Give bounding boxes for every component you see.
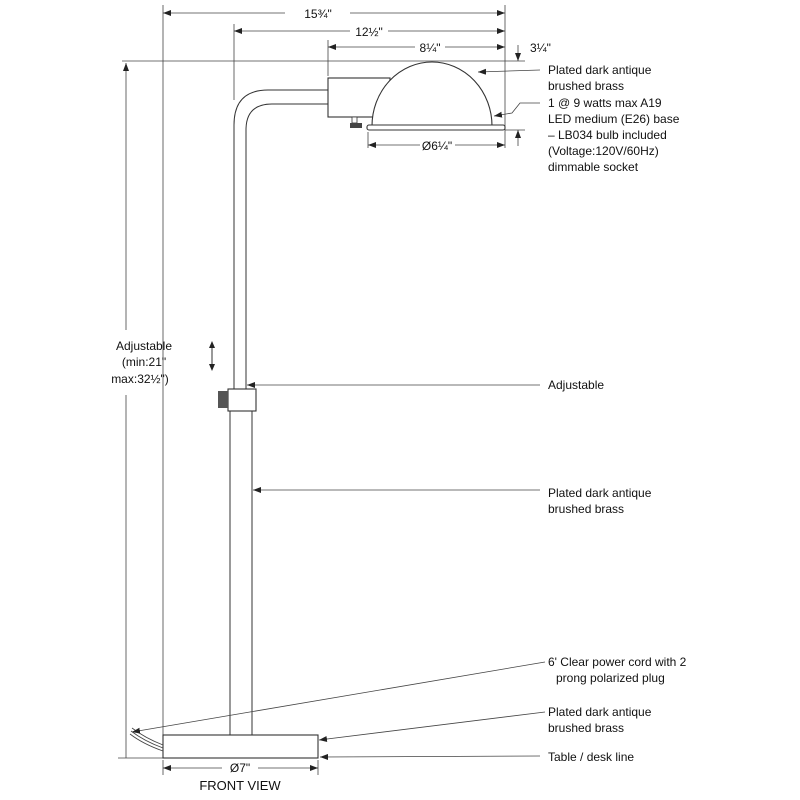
view-title: FRONT VIEW bbox=[199, 778, 281, 793]
head-width-label: 8¼" bbox=[420, 41, 441, 55]
head-height-label: 3¼" bbox=[530, 41, 551, 55]
collar-knob bbox=[218, 391, 228, 408]
svg-text:dimmable socket: dimmable socket bbox=[548, 160, 639, 174]
callout-base-finish: Plated dark antique brushed brass bbox=[318, 705, 652, 742]
callout-bulb: 1 @ 9 watts max A19 LED medium (E26) bas… bbox=[493, 96, 680, 174]
height-note-line2: (min:21" bbox=[122, 355, 166, 369]
svg-text:1 @ 9 watts max A19: 1 @ 9 watts max A19 bbox=[548, 96, 662, 110]
base-diameter-label: Ø7" bbox=[230, 761, 250, 775]
callout-power-cord: 6' Clear power cord with 2 prong polariz… bbox=[131, 655, 687, 734]
dimension-overall-width: 15¾" bbox=[163, 7, 505, 21]
arm-outer bbox=[233, 89, 328, 389]
svg-text:brushed brass: brushed brass bbox=[548, 502, 624, 516]
overall-width-label: 15¾" bbox=[304, 7, 332, 21]
callout-stem-finish: Plated dark antique brushed brass bbox=[253, 486, 652, 516]
lamp bbox=[129, 61, 506, 759]
shade-rim bbox=[366, 124, 506, 131]
svg-text:6' Clear power cord with 2: 6' Clear power cord with 2 bbox=[548, 655, 687, 669]
up-down-arrow-icon bbox=[209, 341, 215, 371]
dimension-overall-height: Adjustable (min:21" max:32½") bbox=[111, 63, 172, 758]
dimension-shade-diameter: Ø6¼" bbox=[368, 139, 505, 153]
svg-text:brushed brass: brushed brass bbox=[548, 721, 624, 735]
svg-text:– LB034 bulb included: – LB034 bulb included bbox=[548, 128, 667, 142]
extension-lines bbox=[118, 5, 525, 775]
svg-text:Plated dark antique: Plated dark antique bbox=[548, 705, 652, 719]
height-note-line3: max:32½") bbox=[111, 372, 169, 386]
svg-text:Table / desk line: Table / desk line bbox=[548, 750, 634, 764]
svg-text:(Voltage:120V/60Hz): (Voltage:120V/60Hz) bbox=[548, 144, 659, 158]
callout-shade-finish: Plated dark antique brushed brass bbox=[477, 63, 652, 93]
shade-diameter-label: Ø6¼" bbox=[422, 139, 452, 153]
dimension-arm-reach: 12½" bbox=[234, 25, 505, 39]
dimension-base-diameter: Ø7" bbox=[163, 761, 318, 775]
svg-text:Plated dark antique: Plated dark antique bbox=[548, 63, 652, 77]
dimension-head-height: 3¼" bbox=[515, 41, 551, 146]
svg-text:Plated dark antique: Plated dark antique bbox=[548, 486, 652, 500]
dome-shade bbox=[371, 61, 493, 127]
lamp-base bbox=[162, 734, 319, 759]
arm-reach-label: 12½" bbox=[355, 25, 383, 39]
svg-text:Adjustable: Adjustable bbox=[548, 378, 604, 392]
switch-knob bbox=[350, 123, 362, 128]
svg-text:LED medium (E26) base: LED medium (E26) base bbox=[548, 112, 680, 126]
dimension-head-width: 8¼" bbox=[328, 41, 505, 55]
callout-table-line: Table / desk line bbox=[319, 750, 634, 764]
arm-inner bbox=[245, 103, 328, 389]
svg-text:brushed brass: brushed brass bbox=[548, 79, 624, 93]
callout-adjustable: Adjustable bbox=[247, 378, 604, 392]
svg-text:prong polarized plug: prong polarized plug bbox=[556, 671, 665, 685]
height-note-line1: Adjustable bbox=[116, 339, 172, 353]
height-collar bbox=[227, 388, 257, 412]
